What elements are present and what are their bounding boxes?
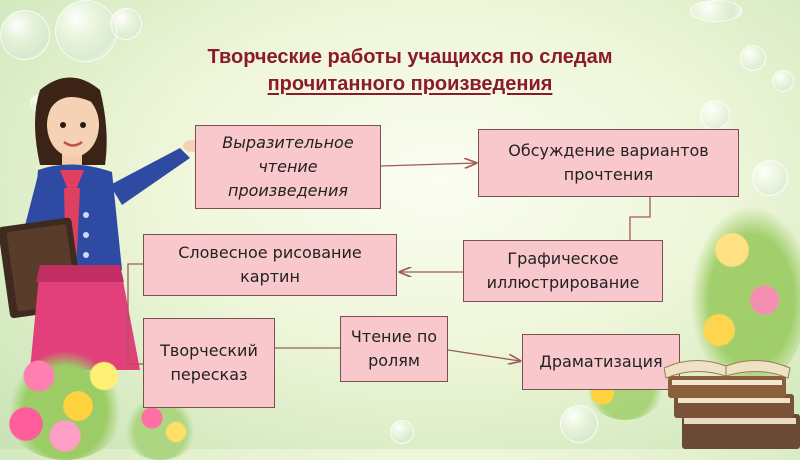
- node-role-reading: Чтение по ролям: [340, 316, 448, 382]
- bubble-decoration: [110, 8, 142, 40]
- title-line-1: Творческие работы учащихся по следам: [207, 46, 613, 68]
- bubble-decoration: [700, 100, 730, 130]
- arrow-reading-to-discussion: [380, 163, 476, 166]
- node-expressive-reading: Выразительное чтение произведения: [195, 125, 381, 209]
- connector-verbal-to-retelling: [127, 263, 143, 365]
- node-dramatization: Драматизация: [522, 334, 680, 390]
- node-graphic-illustration: Графическое иллюстрирование: [463, 240, 663, 302]
- bubble-decoration: [690, 0, 742, 22]
- bubble-decoration: [390, 420, 414, 444]
- bubble-decoration: [752, 160, 788, 196]
- flower-decoration: [0, 340, 130, 460]
- flower-decoration: [680, 190, 800, 390]
- bubble-decoration: [55, 0, 117, 62]
- connector-discussion-to-graphic: [629, 197, 651, 240]
- bubble-decoration: [740, 45, 766, 71]
- title-line-2: прочитанного произведения: [267, 73, 553, 95]
- node-discussion: Обсуждение вариантов прочтения: [478, 129, 739, 197]
- bubble-decoration: [560, 405, 598, 443]
- bubble-decoration: [0, 10, 50, 60]
- books-illustration: [664, 359, 800, 449]
- connector-lines: [127, 0, 651, 449]
- node-creative-retelling: Творческий пересказ: [143, 318, 275, 408]
- page-title: Творческие работы учащихся по следам про…: [150, 44, 670, 98]
- bubble-decoration: [772, 70, 794, 92]
- arrow-role-to-dramatization: [447, 349, 520, 361]
- node-verbal-drawing: Словесное рисование картин: [143, 234, 397, 296]
